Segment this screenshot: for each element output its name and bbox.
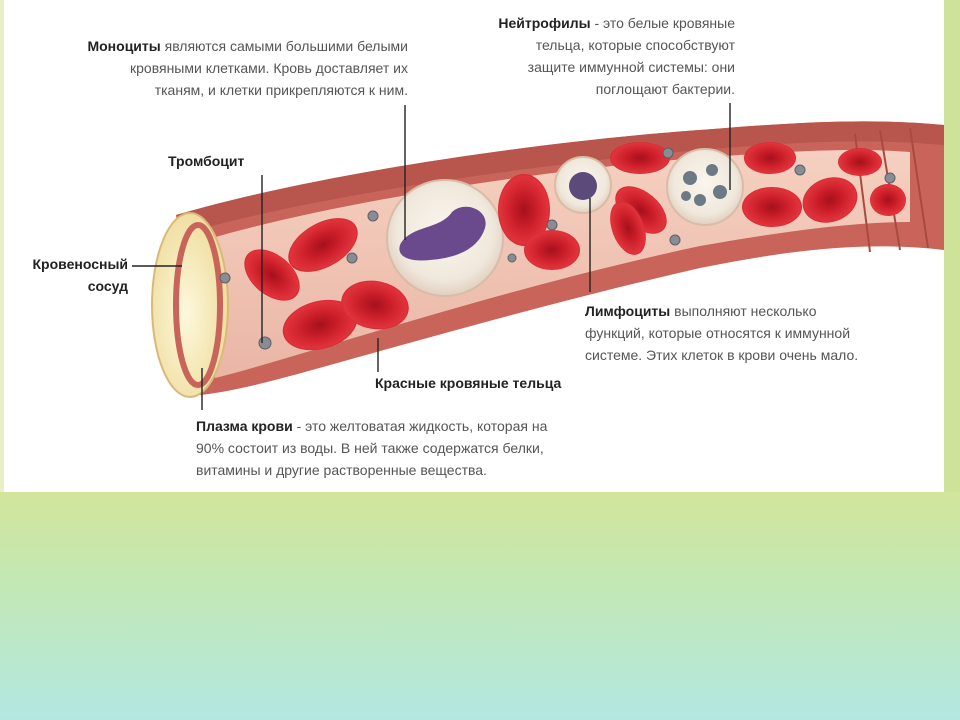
- lymphocytes-callout: Лимфоциты выполняют несколько функций, к…: [585, 300, 935, 366]
- red-cells-callout: Красные кровяные тельца: [375, 372, 561, 394]
- neutrophil-granules: [681, 164, 727, 206]
- plasma-line1: - это желтоватая жидкость, которая на: [292, 418, 548, 434]
- neutrophils-line4: поглощают бактерии.: [595, 81, 735, 97]
- plasma-line2: 90% состоит из воды. В ней также содержа…: [196, 440, 544, 456]
- neutrophil-cell: [666, 148, 744, 226]
- panel-right-edge: [944, 0, 960, 492]
- red-blood-cells: [244, 142, 906, 351]
- monocytes-line3: тканям, и клетки прикрепляются к ним.: [154, 82, 408, 98]
- neutrophils-line3: защите иммунной системы: они: [527, 59, 735, 75]
- lymphocyte-nucleus: [569, 172, 597, 200]
- monocytes-line2: кровяными клетками. Кровь доставляет их: [130, 60, 408, 76]
- red-cells-label: Красные кровяные тельца: [375, 375, 562, 391]
- panel-left-edge: [0, 0, 4, 492]
- neutrophils-line2: тельца, которые способствуют: [535, 37, 735, 53]
- platelets: [219, 147, 896, 350]
- plasma-callout: Плазма крови - это желтоватая жидкость, …: [196, 415, 636, 481]
- blood-vessel-illustration: [132, 103, 944, 410]
- slide-background-gradient: [0, 492, 960, 720]
- monocytes-callout: Моноциты являются самыми большими белыми…: [8, 35, 408, 101]
- platelet-label: Тромбоцит: [168, 153, 245, 169]
- plasma-term: Плазма крови: [196, 418, 293, 434]
- plasma-line3: витамины и другие растворенные вещества.: [196, 462, 487, 478]
- lymphocytes-line3: системе. Этих клеток в крови очень мало.: [585, 347, 859, 363]
- vessel-wall-top: [176, 121, 944, 232]
- lymphocytes-term: Лимфоциты: [585, 303, 671, 319]
- vessel-line1: Кровеносный: [32, 256, 128, 272]
- monocytes-line1: являются самыми большими белыми: [160, 38, 408, 54]
- lymphocytes-line2: функций, которые относятся к иммунной: [585, 325, 851, 341]
- monocytes-term: Моноциты: [87, 38, 161, 54]
- vessel-line2: сосуд: [87, 278, 128, 294]
- vessel-callout: Кровеносный сосуд: [4, 253, 128, 297]
- platelet-callout: Тромбоцит: [168, 150, 244, 172]
- plasma-opening: [151, 212, 229, 398]
- lymphocytes-line1: выполняют несколько: [670, 303, 817, 319]
- leader-lines: [132, 103, 731, 410]
- neutrophils-line1: - это белые кровяные: [590, 15, 735, 31]
- neutrophils-term: Нейтрофилы: [498, 15, 591, 31]
- neutrophils-callout: Нейтрофилы - это белые кровяные тельца, …: [420, 12, 735, 100]
- monocyte-nucleus: [399, 206, 486, 261]
